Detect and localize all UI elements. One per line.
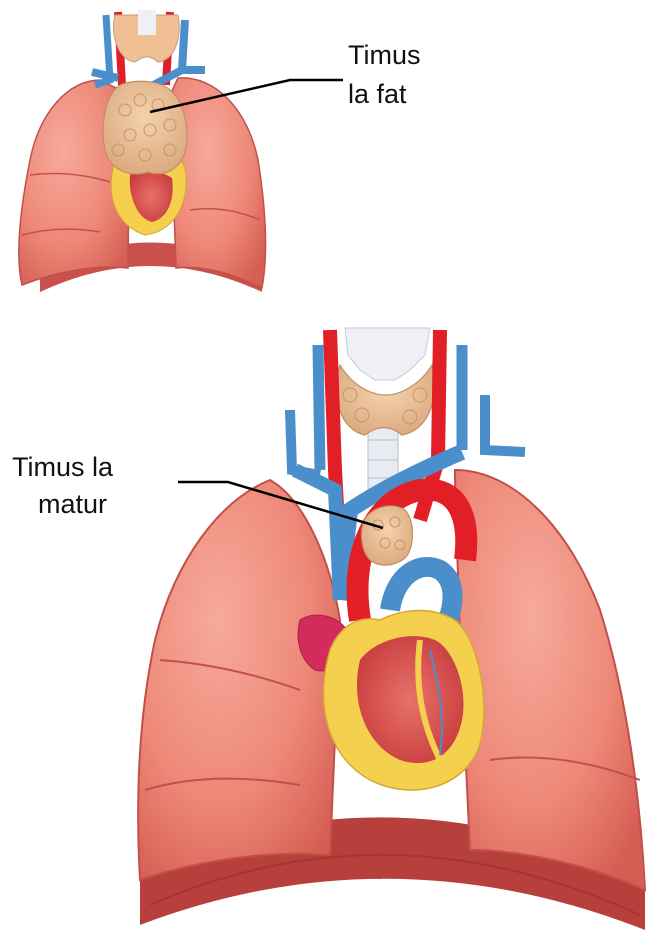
adult-subclavian-right <box>485 395 525 452</box>
adult-thymus <box>361 506 412 565</box>
adult-right-lung <box>138 480 340 880</box>
fetal-thymus-label: Timus <box>348 40 421 71</box>
adult-jugular-left <box>318 345 320 470</box>
fetal-thymus-label-line2: la fat <box>348 79 407 110</box>
fetal-chest-illustration <box>19 10 343 292</box>
adult-thymus-label: Timus la <box>12 452 113 483</box>
adult-thymus-label-line2: matur <box>38 489 107 520</box>
adult-larynx <box>345 328 430 380</box>
adult-left-lung <box>455 470 645 890</box>
adult-chest-illustration <box>138 328 645 930</box>
fetal-trachea <box>138 10 156 35</box>
